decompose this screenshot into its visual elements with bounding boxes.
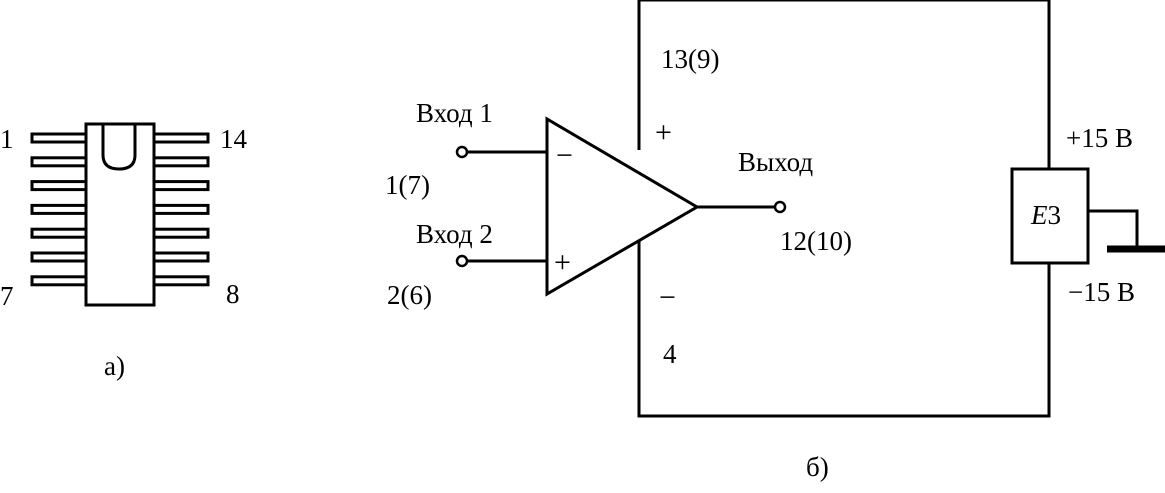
negative-voltage-label: −15 В: [1068, 277, 1135, 307]
figure-b-caption: б): [806, 452, 829, 482]
positive-supply-sign: +: [655, 116, 672, 149]
negative-supply-pin-label: 4: [663, 339, 677, 369]
power-source-label: E3: [1030, 200, 1061, 230]
op-amp-schematic: [455, 0, 1165, 418]
pin-right-8: [152, 275, 210, 287]
pin-right-9: [152, 251, 210, 263]
pin-right-11: [152, 203, 210, 215]
pin-right-14: [152, 132, 210, 144]
output-label: Выход: [738, 147, 813, 177]
ic-body: [84, 122, 156, 307]
pin-14-label: 14: [220, 124, 248, 154]
pin-8-label: 8: [226, 279, 240, 309]
pin-1-label: 1: [0, 124, 14, 154]
power-source-label-letter: E: [1030, 200, 1048, 230]
positive-voltage-label: +15 В: [1066, 123, 1133, 153]
pin-left-1: [30, 132, 88, 144]
pin-left-4: [30, 203, 88, 215]
inverting-input-sign: −: [556, 139, 573, 172]
supply-frame-lower: [637, 240, 1051, 418]
pin-right-12: [152, 180, 210, 192]
pin-left-5: [30, 227, 88, 239]
power-source-label-digit: 3: [1048, 200, 1062, 230]
pin-left-3: [30, 180, 88, 192]
right-pins: [152, 132, 210, 287]
power-source-block: [1010, 167, 1090, 265]
ground-wire: [1088, 209, 1139, 247]
output-terminal: [773, 200, 787, 214]
dip14-package: [30, 122, 210, 307]
pin-7-label: 7: [0, 281, 14, 311]
input-1-terminal: [455, 145, 469, 159]
figure-a-caption: а): [104, 351, 125, 381]
pin-right-13: [152, 156, 210, 168]
input-2-label: Вход 2: [416, 219, 493, 249]
left-pins: [30, 132, 88, 287]
op-amp-triangle: [545, 116, 700, 297]
input-2-terminal: [455, 254, 469, 268]
supply-frame-right: [639, 0, 1051, 169]
non-inverting-input-sign: +: [554, 246, 571, 279]
positive-supply-pin-label: 13(9): [661, 44, 719, 74]
negative-supply-sign: −: [659, 281, 676, 314]
input-2-pin-label: 2(6): [387, 280, 432, 310]
input-1-pin-label: 1(7): [385, 170, 430, 200]
pin-right-10: [152, 227, 210, 239]
input-1-label: Вход 1: [416, 98, 493, 128]
output-pin-label: 12(10): [780, 226, 852, 256]
pin-left-2: [30, 156, 88, 168]
pin-left-6: [30, 251, 88, 263]
pin-left-7: [30, 275, 88, 287]
orientation-notch: [101, 124, 137, 171]
